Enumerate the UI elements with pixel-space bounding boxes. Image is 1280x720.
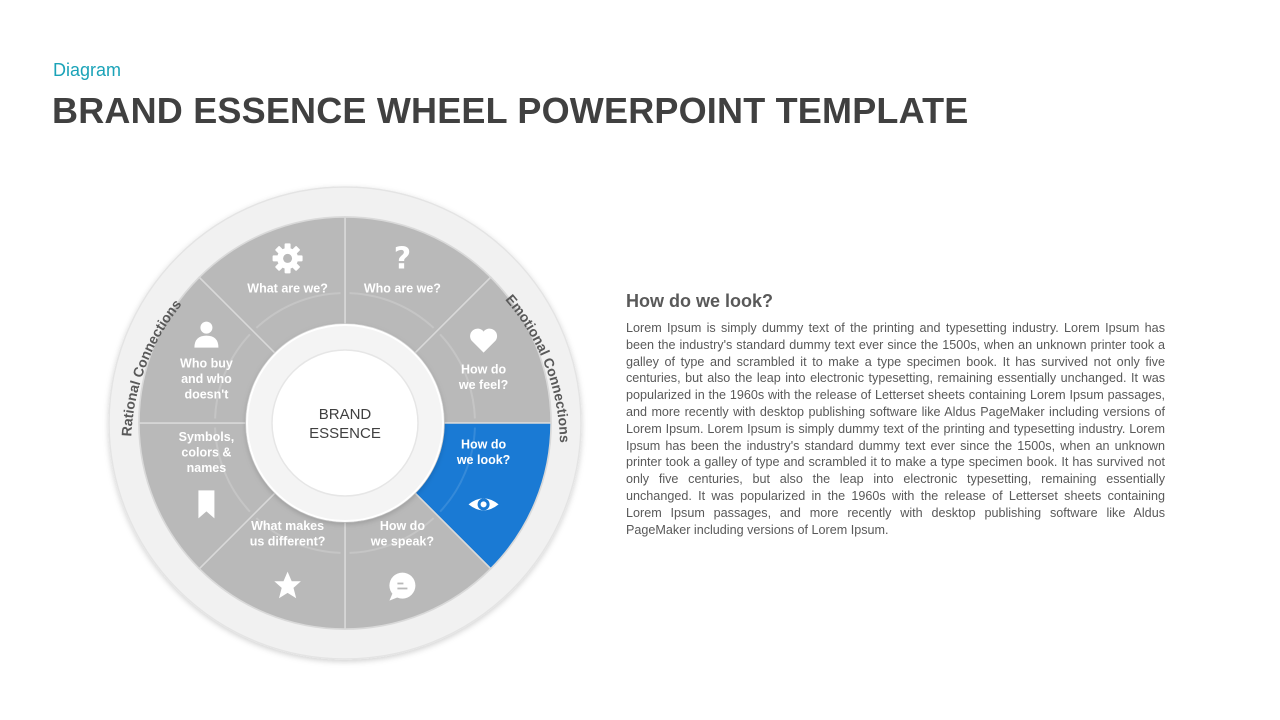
- segment-label-line: us different?: [250, 534, 326, 548]
- segment-label-line: Symbols,: [179, 430, 235, 444]
- segment-label-line: doesn't: [184, 388, 229, 402]
- segment-label-line: names: [187, 461, 227, 475]
- segment-label-line: we look?: [456, 453, 510, 467]
- wheel-segment[interactable]: Symbols,colors & names: [136, 422, 277, 570]
- segment-label-line: colors &: [181, 445, 231, 459]
- segment-label-line: we speak?: [370, 534, 434, 548]
- segment-shape[interactable]: [138, 276, 277, 424]
- center-label-line-2: ESSENCE: [309, 425, 381, 442]
- segment-band: [439, 333, 476, 419]
- segment-shape[interactable]: [413, 422, 552, 570]
- segment-shape[interactable]: [344, 216, 492, 355]
- svg-text:?: ?: [394, 241, 411, 276]
- segment-label: What are we?: [247, 281, 328, 295]
- segment-label-line: Who are we?: [364, 281, 441, 295]
- segment-label-line: How do: [380, 519, 425, 533]
- description-panel: How do we look? Lorem Ipsum is simply du…: [626, 291, 1165, 538]
- segment-label: Who are we?: [364, 281, 441, 295]
- question-icon: ?: [394, 241, 411, 276]
- category-label: Diagram: [53, 60, 122, 80]
- page-title: BRAND ESSENCE WHEEL POWERPOINT TEMPLATE: [52, 90, 969, 131]
- segment-label-line: What makes: [251, 519, 324, 533]
- segment-label-line: How do: [461, 363, 506, 377]
- heart-icon: [470, 328, 498, 353]
- description-body: Lorem Ipsum is simply dummy text of the …: [626, 321, 1165, 537]
- segment-band: [349, 292, 435, 329]
- segment-shape[interactable]: [198, 216, 346, 355]
- segment-label: Symbols,colors & names: [179, 430, 235, 475]
- segment-band: [214, 427, 251, 513]
- segment-shape[interactable]: [344, 491, 492, 630]
- segment-label-line: we feel?: [458, 378, 508, 392]
- center-label-line-1: BRAND: [319, 406, 372, 423]
- description-heading: How do we look?: [626, 291, 773, 311]
- segment-band: [255, 292, 341, 329]
- segment-label-line: Who buy: [180, 357, 233, 371]
- segment-label-line: How do: [461, 438, 506, 452]
- center-disc: [271, 349, 419, 497]
- chat-bubble-icon: [389, 572, 416, 601]
- user-icon: [194, 321, 219, 348]
- segment-label-line: and who: [181, 372, 232, 386]
- wheel-segment[interactable]: What are we?: [198, 214, 346, 355]
- wheel-segment[interactable]: ? Who are we?: [344, 214, 492, 355]
- gear-icon: [272, 243, 303, 274]
- star-icon: [274, 571, 301, 599]
- segment-label-line: What are we?: [247, 281, 328, 295]
- eye-icon: [468, 498, 499, 511]
- segment-shape[interactable]: [198, 491, 346, 630]
- segment-band: [255, 517, 341, 554]
- bookmark-icon: [198, 490, 215, 519]
- segment-band: [349, 517, 435, 554]
- segment-band: [214, 333, 251, 419]
- segment-band: [439, 427, 476, 513]
